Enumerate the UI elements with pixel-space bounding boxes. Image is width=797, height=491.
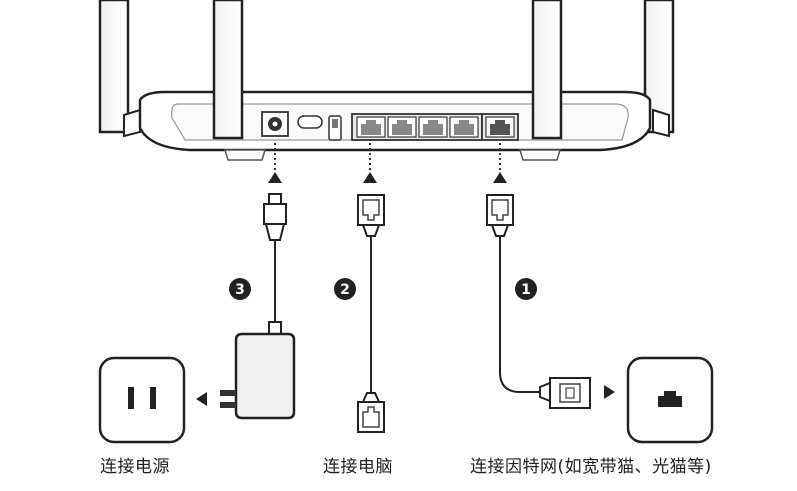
antenna-left-outer-icon — [98, 0, 130, 134]
ethernet-plug-icon — [357, 392, 385, 433]
arrow-icon — [268, 172, 282, 183]
lan-ports-icon — [351, 113, 483, 141]
arrow-icon — [196, 392, 207, 406]
wan-port-icon — [481, 113, 519, 141]
arrow-icon — [604, 385, 615, 399]
step-badge-1: 1 — [515, 278, 537, 300]
router-rear-panel-icon — [98, 0, 675, 161]
caption-internet: 连接因特网(如宽带猫、光猫等) — [470, 457, 712, 477]
ethernet-plug-icon — [357, 194, 385, 237]
arrow-icon — [363, 172, 377, 183]
dc-plug-icon — [263, 203, 287, 225]
arrow-icon — [493, 172, 507, 183]
step-number: 1 — [521, 282, 531, 298]
step-badge-3: 3 — [229, 278, 251, 300]
caption-computer: 连接电脑 — [323, 457, 393, 477]
internet-ethernet-cable — [486, 194, 591, 409]
reset-button-icon — [297, 115, 323, 129]
wall-outlet-icon — [98, 356, 186, 444]
antenna-right-inner-icon — [531, 0, 563, 140]
step-number: 2 — [340, 282, 350, 298]
modem-icon — [626, 356, 714, 444]
step-badge-2: 2 — [334, 278, 356, 300]
computer-ethernet-cable — [357, 194, 385, 433]
caption-power: 连接电源 — [100, 457, 170, 477]
antenna-left-inner-icon — [212, 0, 244, 140]
ethernet-plug-icon — [549, 377, 591, 409]
power-adapter-icon — [220, 332, 296, 420]
step-number: 3 — [235, 282, 245, 298]
ethernet-plug-icon — [486, 194, 514, 237]
power-cable — [263, 193, 287, 335]
